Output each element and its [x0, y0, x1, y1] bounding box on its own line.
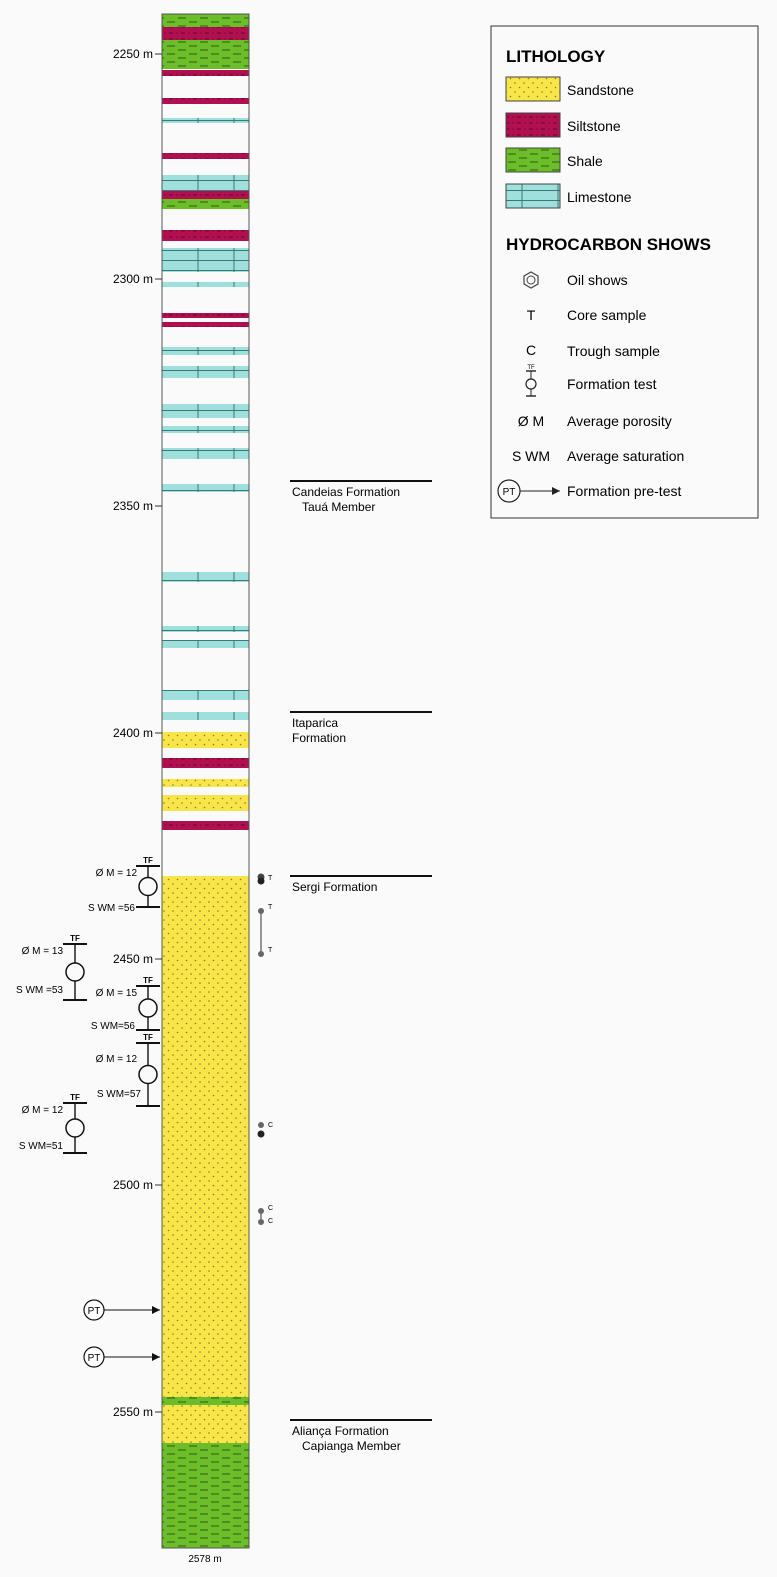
formation-test-marker: TF Ø M = 12 S WM =56 [88, 856, 160, 914]
porosity-value: Ø M = 12 [96, 1054, 138, 1065]
tf-label: TF [143, 856, 153, 865]
siltstone-swatch [505, 112, 561, 138]
formation-labels: Candeias Formation Tauá Member Itaparica… [290, 480, 432, 1453]
pretest-label: PT [88, 1353, 101, 1364]
show-letter: C [268, 1218, 273, 1225]
formation-name: Itaparica [292, 716, 338, 730]
show-letter: C [268, 1122, 273, 1129]
formation-member: Capianga Member [302, 1439, 401, 1453]
formation-member: Tauá Member [302, 500, 375, 514]
bottom-depth-label: 2578 m [188, 1554, 221, 1565]
depth-tick-label: 2350 m [113, 499, 153, 513]
saturation-value: S WM=51 [19, 1141, 64, 1152]
show-letter: C [268, 1205, 273, 1212]
formation-name: Candeias Formation [292, 485, 400, 499]
legend-shows-label: Formation pre-test [567, 483, 681, 499]
porosity-value: Ø M = 12 [22, 1105, 64, 1116]
trough-sample-marker [258, 1122, 264, 1128]
legend: LITHOLOGY Sandstone Siltstone Shale Lime… [490, 25, 759, 519]
formation-name: Aliança Formation [292, 1424, 389, 1438]
legend-lithology-label: Limestone [567, 189, 632, 205]
core-sample-symbol: T [527, 307, 536, 323]
lithology-column [161, 13, 250, 1549]
formation-name: Formation [292, 731, 346, 745]
formation-test-marker: TF Ø M = 13 S WM =53 [16, 934, 87, 1001]
porosity-symbol: Ø M [518, 413, 544, 429]
formation-test-marker: TF Ø M = 15 S WM=56 [91, 976, 160, 1032]
limestone-swatch [505, 183, 561, 209]
svg-text:PT: PT [503, 487, 516, 498]
formation-name: Sergi Formation [292, 880, 377, 894]
depth-tick-label: 2500 m [113, 1178, 153, 1192]
porosity-value: Ø M = 15 [96, 988, 138, 999]
depth-tick-label: 2400 m [113, 726, 153, 740]
trough-sample-symbol: C [526, 342, 536, 358]
legend-lithology-label: Siltstone [567, 118, 621, 134]
trough-sample-marker [258, 1219, 264, 1225]
show-letter: T [268, 904, 273, 911]
tf-label: TF [70, 934, 80, 943]
core-sample-marker [258, 908, 264, 914]
depth-axis: 2250 m 2300 m 2350 m 2400 m 2450 m 2500 … [113, 47, 222, 1565]
pretest-label: PT [88, 1306, 101, 1317]
formation-test-marker: TF Ø M = 12 S WM=57 [96, 1033, 160, 1107]
porosity-value: Ø M = 13 [22, 946, 64, 957]
oil-show-marker [257, 1130, 265, 1138]
sandstone-swatch [505, 76, 561, 102]
formation-test-marker: TF Ø M = 12 S WM=51 [19, 1093, 87, 1154]
formation-test-icon: TF [525, 365, 537, 397]
hydrocarbon-show-markers: T T T C C C [257, 873, 273, 1225]
trough-sample-marker [258, 1208, 264, 1214]
show-letter: T [268, 875, 273, 882]
oil-show-marker [257, 873, 265, 885]
legend-shows-label: Core sample [567, 307, 647, 323]
pretest-icon: PT [497, 479, 560, 503]
legend-lithology-title: LITHOLOGY [506, 47, 606, 66]
tf-label: TF [143, 976, 153, 985]
depth-tick-label: 2300 m [113, 272, 153, 286]
svg-text:TF: TF [527, 365, 535, 371]
legend-shows-label: Formation test [567, 376, 657, 392]
porosity-value: Ø M = 12 [96, 868, 138, 879]
saturation-symbol: S WM [512, 448, 550, 464]
oil-shows-icon [523, 271, 539, 289]
pretest-marker: PT [83, 1299, 160, 1321]
legend-shows-label: Average porosity [567, 413, 672, 429]
saturation-value: S WM =53 [16, 985, 63, 996]
legend-shows-label: Trough sample [567, 343, 660, 359]
pretest-marker: PT [83, 1346, 160, 1368]
depth-tick-label: 2450 m [113, 952, 153, 966]
tf-label: TF [70, 1093, 80, 1102]
legend-lithology-label: Sandstone [567, 82, 634, 98]
saturation-value: S WM=56 [91, 1021, 136, 1032]
legend-shows-title: HYDROCARBON SHOWS [506, 235, 711, 254]
depth-tick-label: 2550 m [113, 1405, 153, 1419]
legend-lithology-label: Shale [567, 153, 603, 169]
depth-tick-label: 2250 m [113, 47, 153, 61]
saturation-value: S WM =56 [88, 903, 135, 914]
tf-label: TF [143, 1033, 153, 1042]
pretests: PT PT [83, 1299, 160, 1368]
core-sample-marker [258, 951, 264, 957]
shale-swatch [505, 147, 561, 173]
legend-shows-label: Oil shows [567, 272, 628, 288]
legend-shows-label: Average saturation [567, 448, 684, 464]
show-letter: T [268, 947, 273, 954]
saturation-value: S WM=57 [97, 1089, 142, 1100]
